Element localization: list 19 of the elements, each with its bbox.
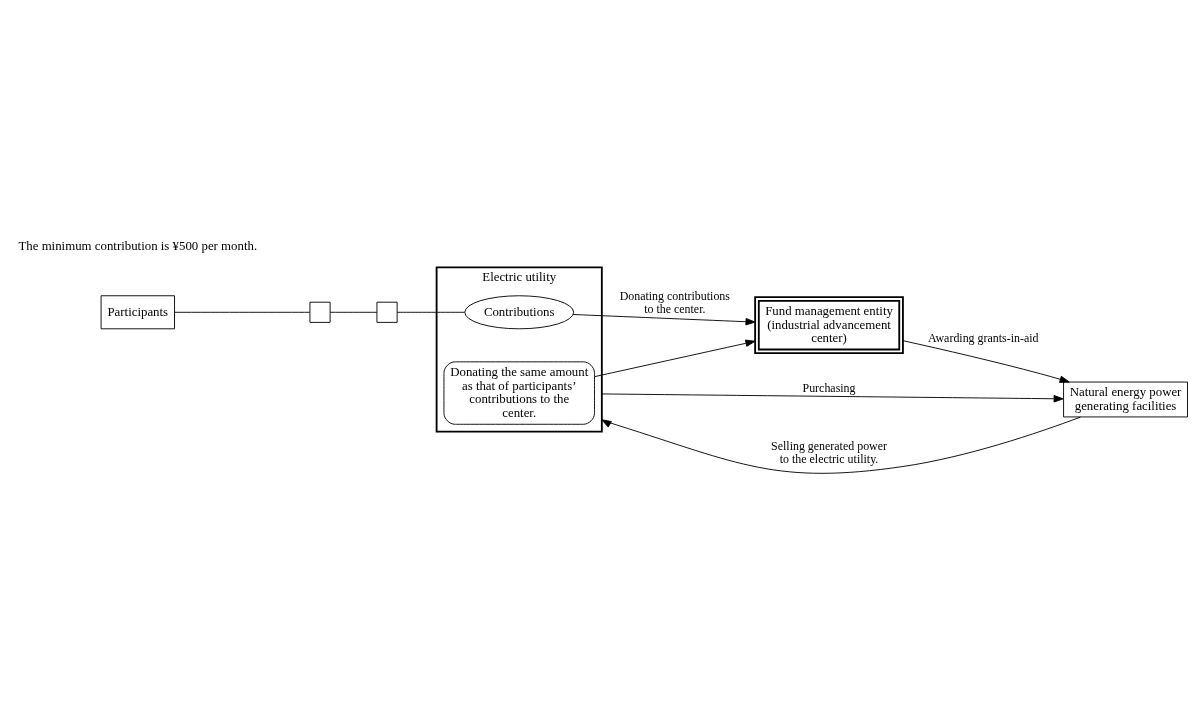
arrow (594, 339, 756, 377)
edge-label: Donating contributions to the center. (619, 288, 730, 316)
edge-label: Purchasing (802, 380, 856, 395)
node-ellipse: Contributions (464, 294, 575, 329)
node-box: Participants (100, 294, 175, 329)
node-box: Donating the same amount as that of participants’ contributions to the center. (443, 360, 595, 425)
connector (174, 311, 311, 313)
arrow (601, 416, 1081, 474)
node-box: Natural energy power generating facilities (1063, 381, 1188, 417)
connector (396, 311, 466, 313)
connector (329, 311, 378, 313)
arrow (601, 392, 1064, 402)
label: The minimum contribution is ¥500 per month. (18, 238, 258, 253)
node-box (376, 301, 398, 323)
arrow (902, 339, 1070, 383)
edge-label: Awarding grants-in-aid (928, 330, 1039, 345)
node-box (309, 301, 331, 323)
edge-label: Selling generated power to the electric utility. (771, 438, 887, 466)
arrow (572, 313, 756, 325)
